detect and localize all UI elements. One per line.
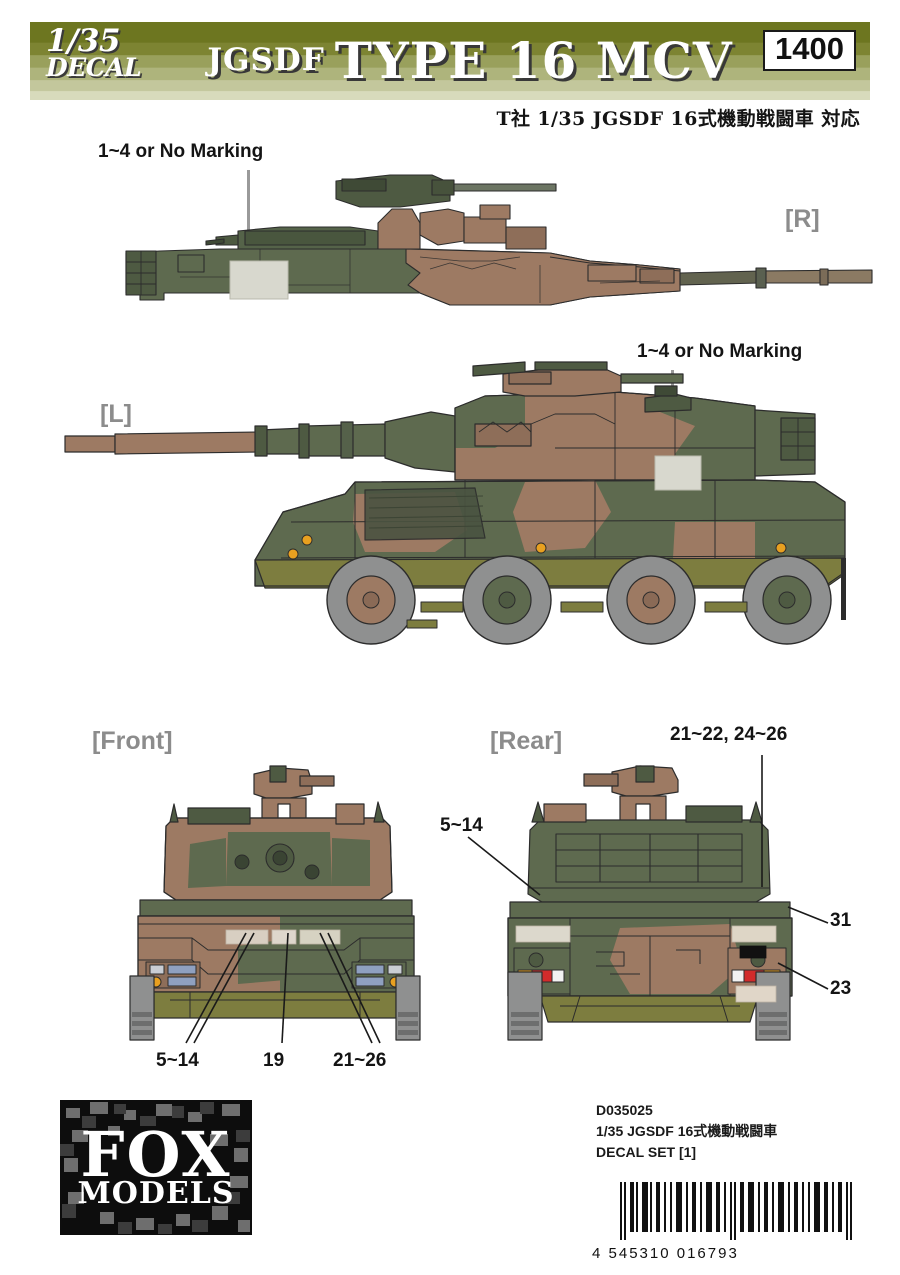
callout-mid-marking: 1~4 or No Marking: [637, 341, 803, 362]
callout-top-marking: 1~4 or No Marking: [98, 141, 264, 162]
barcode-number: 4 545310 016793: [592, 1245, 739, 1262]
barcode: 4 545310 016793: [586, 1182, 886, 1262]
title-prefix: JGSDF: [207, 42, 325, 78]
header-scale-line1: 1/35: [46, 23, 121, 59]
decal-patch-front-center: [271, 929, 297, 945]
product-name: 1/35 JGSDF 16式機動戦闘車: [596, 1123, 778, 1139]
view-label-left: [L]: [100, 400, 132, 428]
view-label-right: [R]: [785, 205, 820, 233]
callout-rear-31: 31: [830, 910, 852, 931]
vehicle-view-left-side: [55, 361, 855, 662]
view-label-rear: [Rear]: [490, 727, 563, 755]
fox-models-logo-text: FOX MODELS: [60, 1100, 252, 1235]
vehicle-view-rear: [500, 760, 800, 1041]
decal-patch-rear-23: [735, 985, 777, 1003]
logo-word-fox: FOX: [80, 1117, 232, 1191]
decal-patch-front-left: [225, 929, 269, 945]
product-set: DECAL SET [1]: [596, 1144, 697, 1160]
barcode-bars: [586, 1182, 886, 1244]
product-code: D035025: [596, 1102, 653, 1118]
product-info-block: D035025 1/35 JGSDF 16式機動戦闘車 DECAL SET [1…: [596, 1100, 777, 1163]
callout-front-center: 19: [263, 1050, 285, 1071]
decal-patch-front-right: [299, 929, 341, 945]
callout-front-left: 5~14: [156, 1050, 199, 1071]
decal-patch-top: [229, 260, 289, 300]
digital-camo-pattern: [60, 1100, 252, 1235]
view-label-front: [Front]: [92, 727, 173, 755]
header-subtitle: T社 1/35 JGSDF 16式機動戦闘車 対応: [496, 108, 860, 130]
logo-word-models: MODELS: [77, 1176, 235, 1212]
item-number-badge: 1400: [763, 30, 856, 71]
header-scale-line2: DECAL: [46, 53, 142, 83]
page-title: JGSDF TYPE 16 MCV: [190, 24, 750, 96]
vehicle-view-front: [129, 760, 421, 1041]
rear-leader-lines: [467, 755, 829, 990]
callout-rear-top: 21~22, 24~26: [670, 724, 788, 745]
callout-front-right: 21~26: [333, 1050, 387, 1071]
front-leader-lines: [185, 932, 381, 1044]
fox-models-logo: FOX MODELS: [60, 1100, 252, 1235]
decal-patch-rear-left: [515, 925, 571, 943]
leader-line-top-marking: [247, 170, 250, 272]
callout-rear-23: 23: [830, 978, 852, 999]
decal-patch-mid: [654, 455, 702, 491]
header-banner: [30, 22, 870, 100]
callout-rear-left: 5~14: [440, 815, 483, 836]
header-scale-block: 1/35 DECAL: [46, 23, 196, 83]
vehicle-view-right-turret: [120, 165, 880, 310]
decal-patch-rear-31: [739, 945, 767, 959]
decal-patch-rear-top: [731, 925, 777, 943]
title-main: TYPE 16 MCV: [334, 30, 733, 90]
